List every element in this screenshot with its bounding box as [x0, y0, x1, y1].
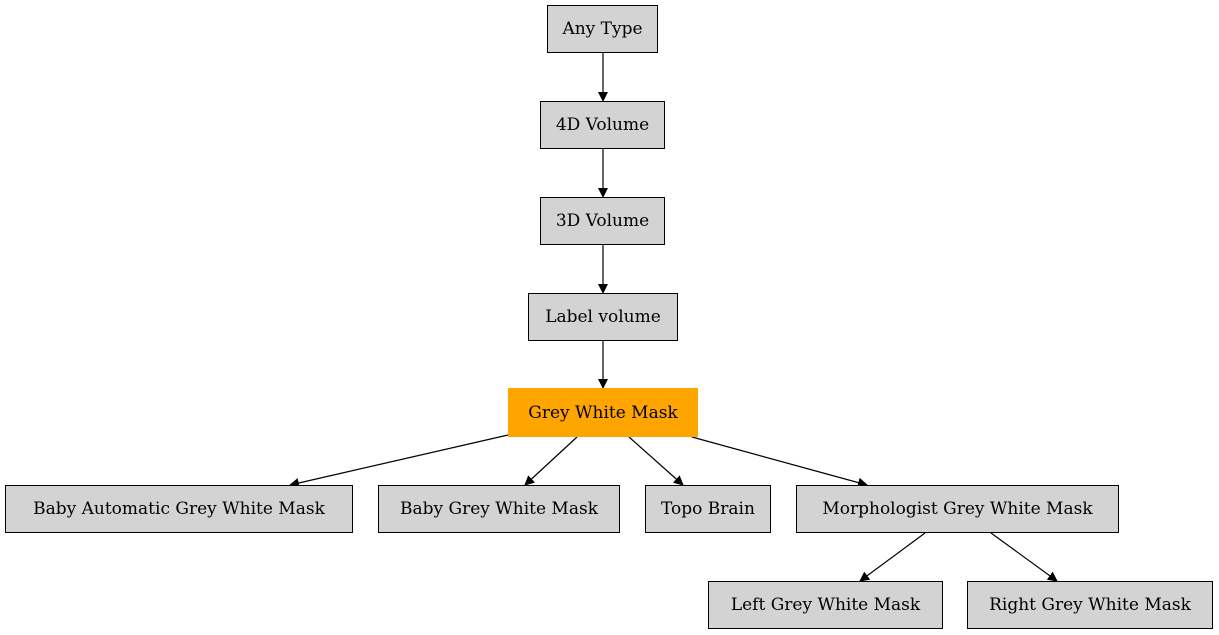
- node-baby-grey-white-mask: Baby Grey White Mask: [378, 485, 620, 533]
- node-any-type: Any Type: [547, 5, 658, 53]
- node-label-volume: Label volume: [528, 293, 678, 341]
- edge-grey_white_mask-to-topo_brain: [628, 436, 684, 486]
- node-left-grey-white-mask: Left Grey White Mask: [708, 581, 943, 629]
- node-baby-automatic-grey-white-mask: Baby Automatic Grey White Mask: [5, 485, 353, 533]
- node-4d-volume: 4D Volume: [540, 101, 665, 149]
- edge-grey_white_mask-to-morphologist_gwm: [691, 436, 868, 488]
- edge-morphologist_gwm-to-left_gwm: [859, 532, 926, 582]
- node-3d-volume: 3D Volume: [540, 197, 665, 245]
- edge-grey_white_mask-to-baby_gwm: [524, 436, 578, 486]
- node-topo-brain: Topo Brain: [645, 485, 771, 533]
- node-grey-white-mask: Grey White Mask: [508, 388, 698, 437]
- edge-grey_white_mask-to-baby_automatic_gwm: [289, 434, 509, 488]
- node-right-grey-white-mask: Right Grey White Mask: [967, 581, 1213, 629]
- node-morphologist-grey-white-mask: Morphologist Grey White Mask: [796, 485, 1119, 533]
- edge-morphologist_gwm-to-right_gwm: [990, 532, 1058, 582]
